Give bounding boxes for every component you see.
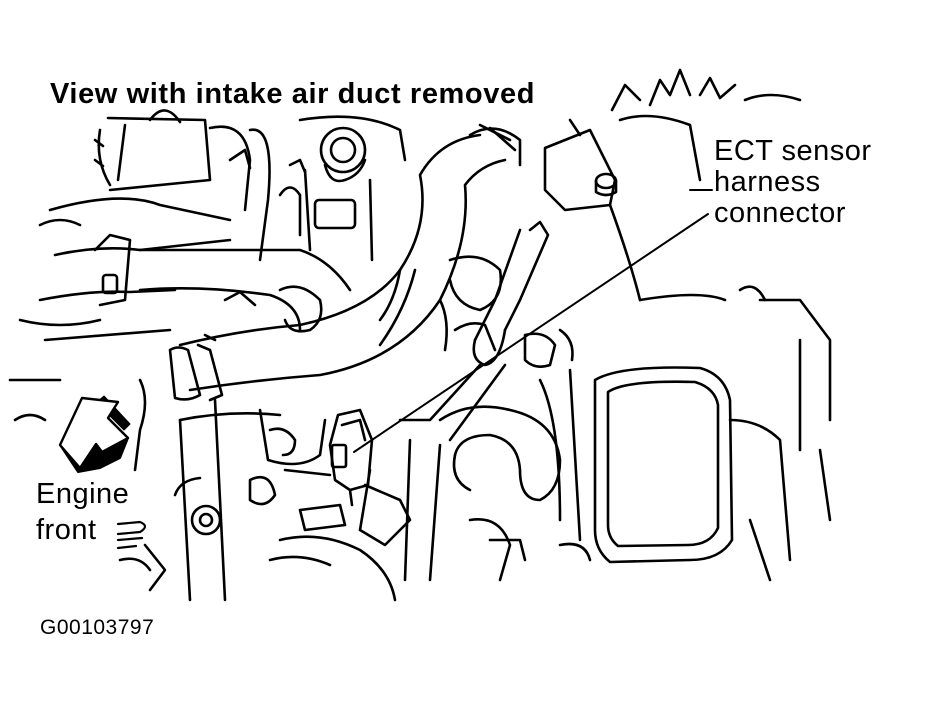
engine-front-arrow-icon	[58, 395, 131, 473]
engine-front-line-1: Engine	[36, 478, 130, 510]
callout-line-2: harness	[714, 166, 821, 198]
callout-leader-line	[353, 189, 713, 453]
engine-front-line-2: front	[36, 514, 97, 546]
ect-sensor-callout: ECT sensor harness connector	[714, 136, 872, 229]
callout-line-3: connector	[714, 197, 846, 229]
diagram-title: View with intake air duct removed	[50, 78, 536, 110]
front-pointer-icon	[116, 520, 147, 550]
callout-line-1: ECT sensor	[714, 135, 872, 167]
figure-id: G00103797	[40, 616, 155, 639]
engine-front-label: Engine front	[36, 476, 129, 548]
engine-outline-drawing	[8, 68, 832, 602]
